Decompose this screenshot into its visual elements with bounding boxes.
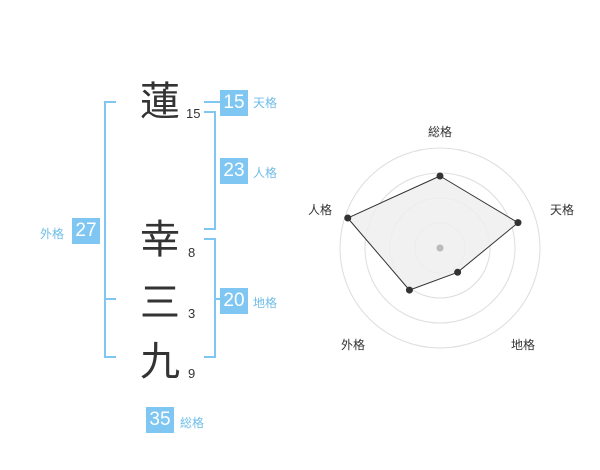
jinkaku-bracket-top [204,111,216,113]
stroke-count-1: 15 [186,106,201,121]
jinkaku-badge: 23 [220,158,248,184]
radar-point-2 [514,219,522,227]
gaikaku-badge: 27 [72,218,100,244]
radar-point-5 [344,214,352,222]
gaikaku-bracket-bottom [104,356,116,358]
chikaku-badge: 20 [220,288,248,314]
radar-label-tenkaku: 天格 [550,203,575,217]
soukaku-label: 総格 [180,416,205,430]
radar-label-soukaku: 総格 [428,125,453,139]
name-char-4: 九 [140,339,180,385]
radar-label-jinkaku: 人格 [308,203,333,217]
gaikaku-bracket-mid [104,298,116,300]
name-char-2: 幸 [140,217,180,263]
tenkaku-bracket [204,101,220,103]
stroke-count-4: 9 [188,366,196,381]
radar-center-dot [436,244,444,252]
radar-series-polygon [346,175,519,291]
gaikaku-bracket-top [104,101,116,103]
radar-label-chikaku: 地格 [511,338,536,352]
radar-point-3 [454,268,462,276]
chikaku-bracket-top [204,238,216,240]
tenkaku-label: 天格 [253,96,278,110]
radar-point-4 [405,286,413,294]
radar-point-1 [436,172,444,180]
chikaku-bracket-bottom [204,356,216,358]
stroke-count-2: 8 [188,245,196,260]
jinkaku-label: 人格 [253,166,278,180]
name-char-1: 蓮 [140,79,180,125]
soukaku-badge: 35 [146,407,174,433]
chikaku-label: 地格 [253,296,278,310]
jinkaku-bracket-vertical [214,111,216,230]
tenkaku-badge: 15 [220,90,248,116]
name-char-3: 三 [140,280,180,326]
gaikaku-bracket-vertical [104,101,106,358]
radar-label-gaikaku: 外格 [341,338,366,352]
gaikaku-label: 外格 [40,227,65,241]
radar-ring-4 [339,147,541,349]
jinkaku-bracket-bottom [204,228,216,230]
chikaku-bracket-mid [214,298,222,300]
stroke-count-3: 3 [188,306,196,321]
